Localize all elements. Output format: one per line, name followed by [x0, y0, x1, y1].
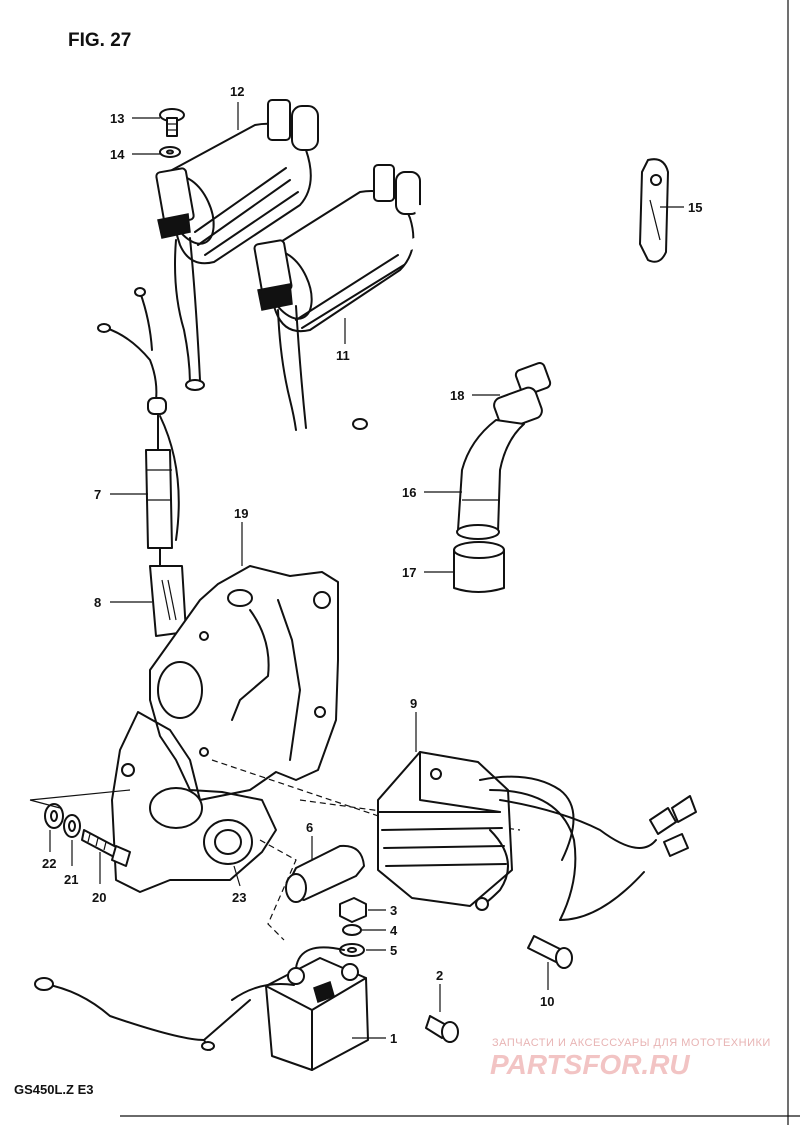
- ignition-coil-upper: [155, 99, 319, 391]
- ignition-coil-lower: [253, 164, 421, 431]
- washer-leader: [29, 789, 131, 809]
- callout-17: 17: [402, 565, 416, 580]
- callout-1: 1: [390, 1031, 397, 1046]
- terminal-boot-6: [285, 844, 365, 903]
- callout-8: 8: [94, 595, 101, 610]
- callout-2: 2: [436, 968, 443, 983]
- model-code: GS450L.Z E3: [14, 1082, 93, 1097]
- washer-4: [342, 924, 362, 936]
- callout-20: 20: [92, 890, 106, 905]
- fuse-holder-8: [149, 547, 187, 637]
- callout-19: 19: [234, 506, 248, 521]
- washer-14: [159, 146, 181, 158]
- bolt-2: [425, 1015, 459, 1043]
- callouts: 13 14 12 11 15 18 16 17 7 8 19 9 6 3 4 5…: [42, 84, 702, 1046]
- bolt-20: [81, 829, 131, 867]
- callout-12: 12: [230, 84, 244, 99]
- rectifier-regulator-9: [377, 751, 697, 921]
- plug-cap-cover-17: [453, 541, 505, 593]
- plug-cap-16: [456, 419, 525, 540]
- grommet-23: [203, 819, 253, 865]
- callout-6: 6: [306, 820, 313, 835]
- screw-13: [159, 108, 185, 137]
- callout-13: 13: [110, 111, 124, 126]
- callout-16: 16: [402, 485, 416, 500]
- resistor-wire-7: [97, 287, 180, 549]
- watermark: ЗАПЧАСТИ И АКСЕССУАРЫ ДЛЯ МОТОТЕХНИКИ PA…: [490, 1037, 771, 1080]
- callout-10: 10: [540, 994, 554, 1009]
- high-tension-lead: [352, 205, 603, 430]
- nut-3: [339, 897, 367, 923]
- callout-3: 3: [390, 903, 397, 918]
- washer-22: [44, 803, 64, 829]
- watermark-tagline: ЗАПЧАСТИ И АКСЕССУАРЫ ДЛЯ МОТОТЕХНИКИ: [492, 1037, 771, 1049]
- callout-21: 21: [64, 872, 78, 887]
- clamp-15: [639, 158, 669, 263]
- lead-to-starter: [259, 839, 297, 941]
- callout-18: 18: [450, 388, 464, 403]
- watermark-logo: PARTSFOR.RU: [490, 1049, 690, 1080]
- bolt-10: [527, 935, 573, 969]
- washer-21: [63, 814, 81, 838]
- callout-15: 15: [688, 200, 702, 215]
- callout-9: 9: [410, 696, 417, 711]
- callout-5: 5: [390, 943, 397, 958]
- callout-23: 23: [232, 890, 246, 905]
- starter-relay-1: [34, 946, 369, 1071]
- figure-title: FIG. 27: [68, 30, 131, 51]
- callout-14: 14: [110, 147, 125, 162]
- bracket-19: [111, 565, 339, 893]
- callout-4: 4: [390, 923, 398, 938]
- callout-11: 11: [336, 348, 350, 363]
- callout-22: 22: [42, 856, 56, 871]
- callout-7: 7: [94, 487, 101, 502]
- frame: [120, 0, 800, 1125]
